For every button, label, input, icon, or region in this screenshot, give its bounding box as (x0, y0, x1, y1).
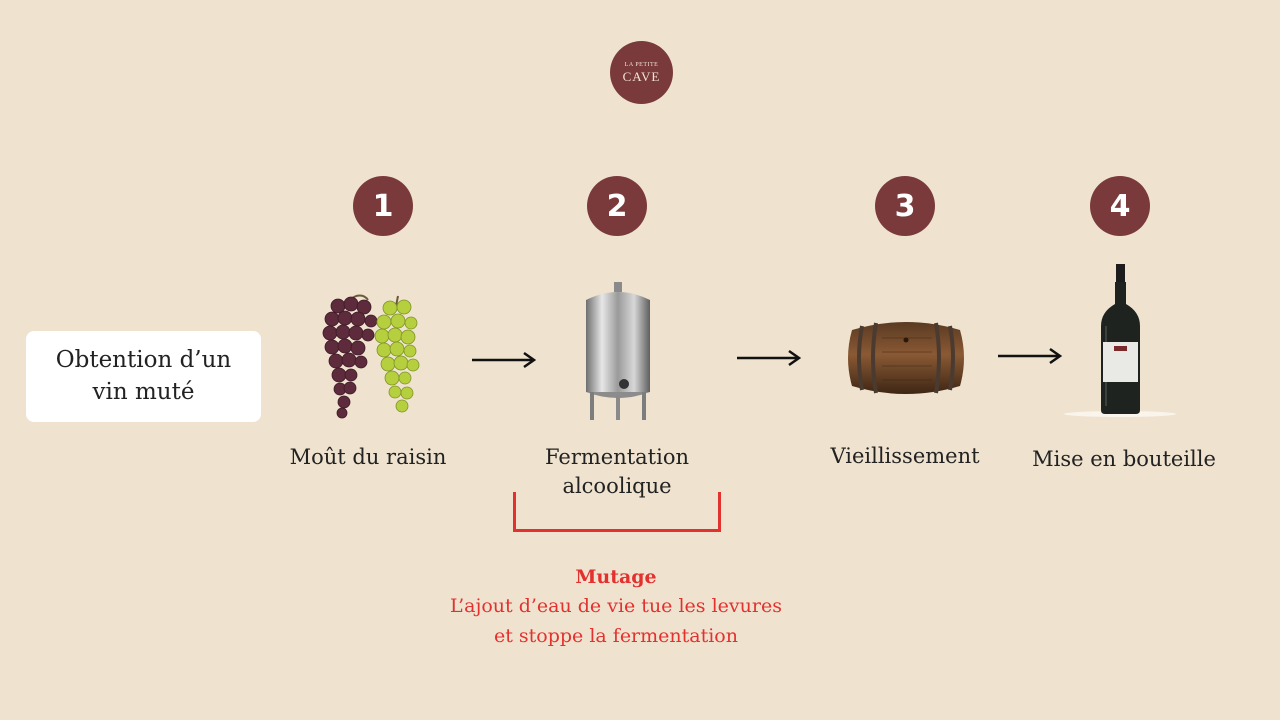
arrow-right-icon (737, 349, 802, 367)
logo-line-1: LA PETITE (624, 62, 659, 68)
logo-line-2: CAVE (622, 69, 661, 84)
mutage-title: Mutage (575, 566, 657, 588)
step-3-label: Vieillissement (830, 444, 980, 468)
wine-bottle-icon (1064, 264, 1176, 417)
step-1-number: 1 (353, 176, 413, 236)
step-2-label: Fermentation alcoolique (544, 445, 690, 499)
mutage-bracket (513, 492, 721, 532)
step-2-number: 2 (587, 176, 647, 236)
arrow-right-icon (998, 347, 1063, 365)
step-4-number: 4 (1090, 176, 1150, 236)
intro-box: Obtention d’un vin muté (26, 331, 261, 422)
mutage-note: Mutage L’ajout d’eau de vie tue les levu… (400, 563, 832, 651)
barrel-icon (848, 322, 964, 394)
fermentation-tank-icon (586, 282, 650, 420)
arrow-right-icon (472, 351, 537, 369)
mutage-line-1: L’ajout d’eau de vie tue les levures (450, 595, 782, 618)
brand-logo: LA PETITE CAVE (610, 41, 673, 104)
step-4-label: Mise en bouteille (1032, 447, 1216, 471)
step-1-label: Moût du raisin (289, 445, 447, 469)
step-3-number: 3 (875, 176, 935, 236)
grapes-icon (322, 294, 420, 419)
mutage-line-2: et stoppe la fermentation (493, 624, 738, 647)
